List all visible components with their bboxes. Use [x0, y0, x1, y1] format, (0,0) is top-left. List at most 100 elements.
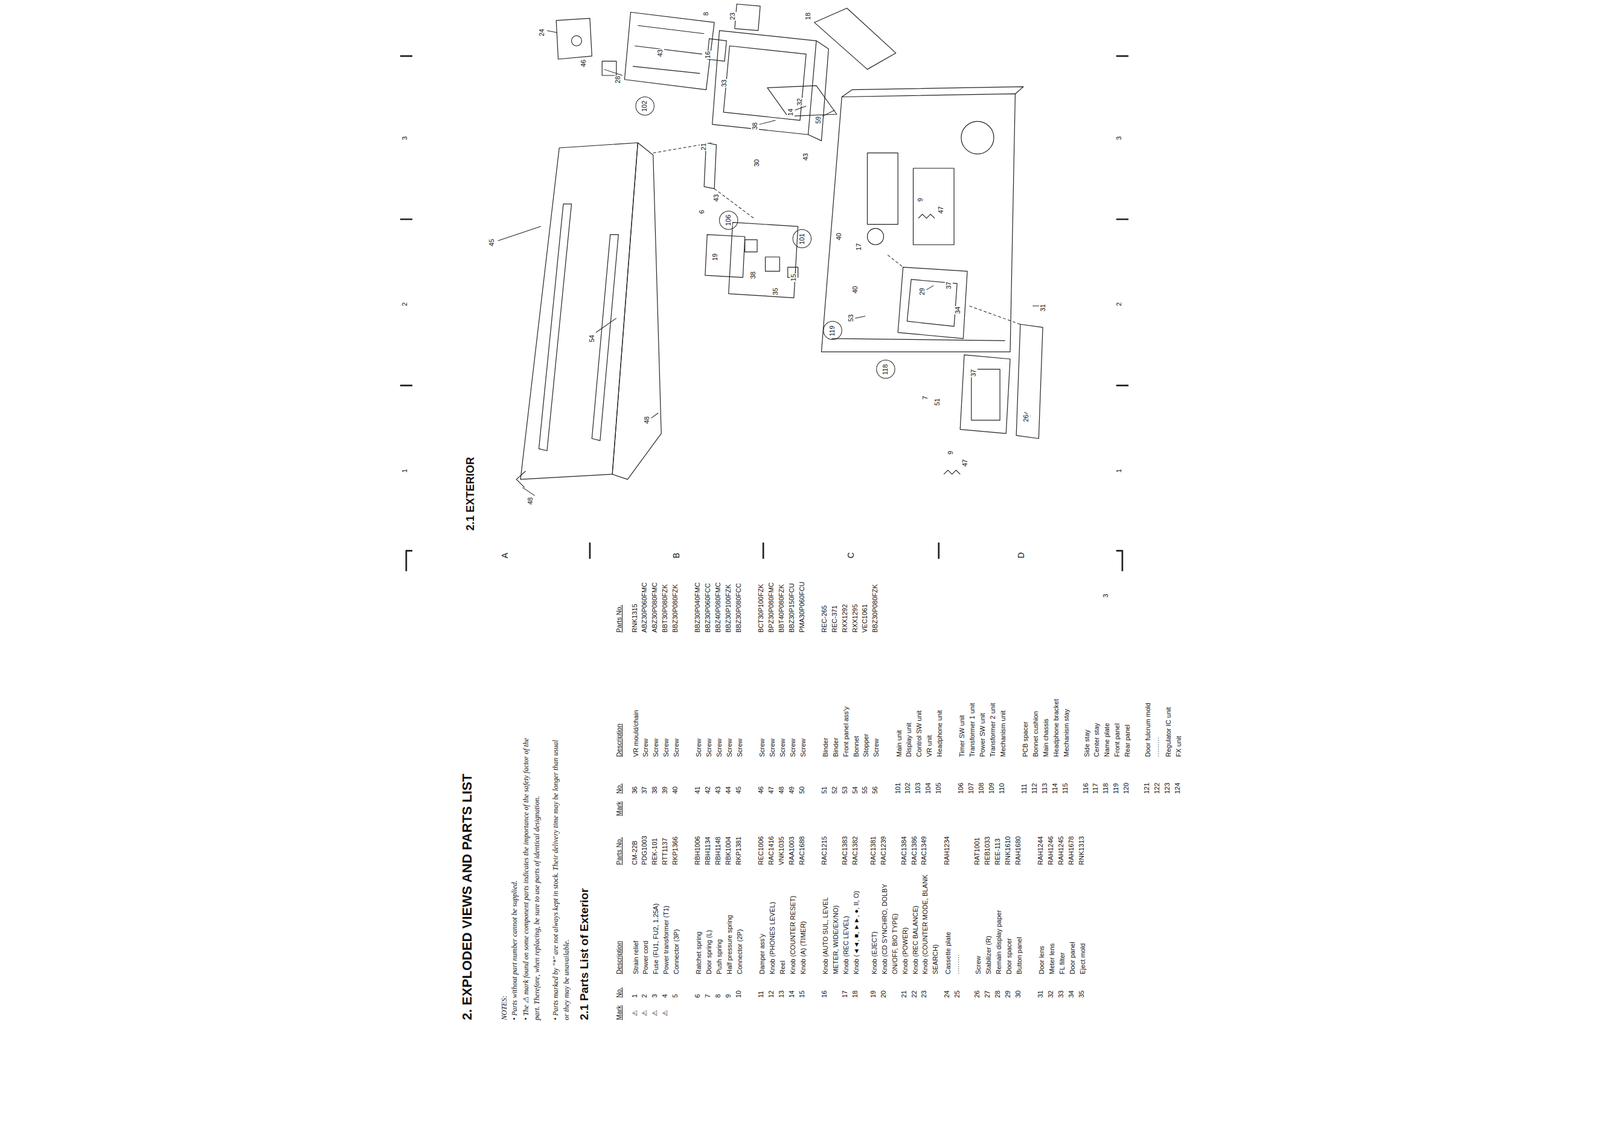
part-description: Stabilizer (R) — [983, 871, 994, 975]
callout-circles-line — [635, 97, 654, 116]
mechanism-drawing-line — [808, 41, 829, 142]
mechanism-drawing-line — [767, 85, 837, 117]
page-title: 2. EXPLODED VIEWS AND PARTS LIST — [459, 774, 476, 1021]
part-number: REC-371 — [830, 605, 839, 633]
item-number: 48 — [777, 786, 786, 794]
callout-number: 6 — [697, 209, 706, 215]
callout-number: 119 — [828, 324, 837, 337]
part-description: Meter lens — [1046, 871, 1058, 975]
part-description: Knob (◄◄, ■, ►►, ●, II, O) — [851, 871, 862, 975]
callout-circles — [635, 97, 895, 379]
callout-number: 7 — [921, 394, 930, 400]
item-number: 37 — [640, 786, 649, 794]
bonnet-drawing-line — [516, 471, 526, 488]
item-number: 117 — [1091, 783, 1100, 794]
part-description: Screw — [767, 640, 778, 758]
part-description: Bonnet cushion — [1030, 640, 1041, 758]
item-number: 12 — [767, 990, 776, 999]
part-description: Button panel — [1014, 871, 1025, 975]
item-number: 28 — [993, 990, 1002, 999]
item-number: 50 — [798, 786, 807, 794]
frame-marks-line — [589, 542, 939, 560]
front-panel-drawing — [821, 86, 1024, 352]
callout-number: 26 — [1022, 413, 1031, 423]
callout-number: 59 — [814, 115, 823, 125]
part-description: Ratchet spring — [693, 871, 704, 975]
item-number: 6 — [693, 994, 702, 999]
item-number: 102 — [903, 783, 912, 794]
item-number: 26 — [973, 990, 982, 999]
item-number: 122 — [1153, 783, 1162, 794]
assembly-lines-line — [887, 254, 903, 267]
safety-mark: ⚠ — [661, 1010, 669, 1017]
item-number: 22 — [910, 990, 919, 999]
part-description: Knob (A) (TIMER) — [798, 871, 809, 975]
part-description: Main chassis — [1040, 640, 1052, 758]
part-description: Transformer 1 unit — [967, 640, 978, 758]
item-number: 11 — [757, 990, 765, 998]
rear-parts-drawing-line — [624, 12, 715, 90]
rear-parts-drawing-line — [571, 35, 583, 46]
bonnet-drawing-line — [538, 204, 572, 452]
part-description: Damper ass'y — [757, 871, 768, 975]
part-description: Screw — [650, 640, 662, 758]
callout-number: 35 — [771, 287, 780, 296]
part-number: RAC1384 — [900, 836, 909, 866]
part-number: PDG1003 — [640, 836, 649, 866]
cassette-door-drawing-line — [960, 355, 1011, 434]
part-number: REC1006 — [757, 836, 765, 866]
part-description: Power transformer (T1) — [661, 871, 672, 975]
part-number: PMA30P060FCU — [798, 581, 807, 633]
part-number: RAA1003 — [787, 836, 796, 866]
callout-number: 43 — [656, 48, 665, 57]
item-number: 27 — [983, 990, 992, 999]
item-number: 111 — [1020, 783, 1029, 794]
part-number: REE-113 — [993, 838, 1002, 866]
part-description: Door spacer — [1004, 871, 1015, 975]
leader-lines-line — [926, 285, 935, 290]
note-text: NOTES: — [499, 995, 509, 1021]
callout-number: 21 — [699, 142, 708, 151]
part-description: Remain display paper — [993, 871, 1005, 975]
item-number: 123 — [1163, 783, 1172, 794]
callout-number: 45 — [487, 238, 496, 247]
part-description: ········· — [953, 871, 964, 975]
item-number: 13 — [777, 990, 786, 999]
column-header: Parts No. — [615, 837, 624, 866]
callout-number: 31 — [1039, 303, 1047, 313]
rear-parts-drawing-line — [814, 8, 896, 70]
part-description: Push spring — [714, 871, 725, 975]
mechanism-drawing-line — [723, 45, 807, 121]
part-description: Binder — [830, 640, 842, 758]
callout-number: 40 — [835, 232, 843, 241]
part-description: Knob (POWER) — [900, 871, 911, 975]
item-number: 2 — [640, 994, 649, 999]
part-description: Headphone unit — [934, 640, 945, 758]
part-number: RAT1001 — [973, 838, 982, 866]
item-number: 103 — [914, 783, 922, 794]
part-number: RNK1315 — [630, 603, 639, 633]
item-number: 8 — [714, 994, 723, 999]
callout-number: 54 — [588, 334, 596, 343]
part-description: Rear panel — [1122, 640, 1133, 758]
part-description: Screw — [973, 871, 984, 975]
safety-mark: ⚠ — [630, 1010, 639, 1017]
part-number: CM-22B — [630, 841, 639, 866]
part-description: Mechanism stay — [1061, 640, 1072, 758]
part-description: PCB spacer — [1020, 640, 1031, 758]
part-number: ABZ30P060FMC — [640, 582, 649, 633]
part-description: Timer SW unit — [956, 640, 968, 758]
callout-number: 101 — [798, 232, 807, 245]
part-number: RAH1244 — [1036, 836, 1045, 866]
part-description: Reel — [777, 871, 788, 975]
front-panel-drawing-line — [867, 152, 899, 224]
part-number: RAC1349 — [920, 836, 928, 866]
note-text: • Parts without part number cannot be su… — [510, 880, 519, 1021]
front-panel-drawing-line — [821, 93, 1015, 352]
section-heading: 2.1 Parts List of Exterior — [577, 888, 592, 1021]
item-number: 35 — [1077, 990, 1086, 999]
item-number: 10 — [734, 990, 743, 999]
part-description: Door lens — [1036, 871, 1047, 975]
part-description: Door spring (L) — [704, 871, 715, 975]
